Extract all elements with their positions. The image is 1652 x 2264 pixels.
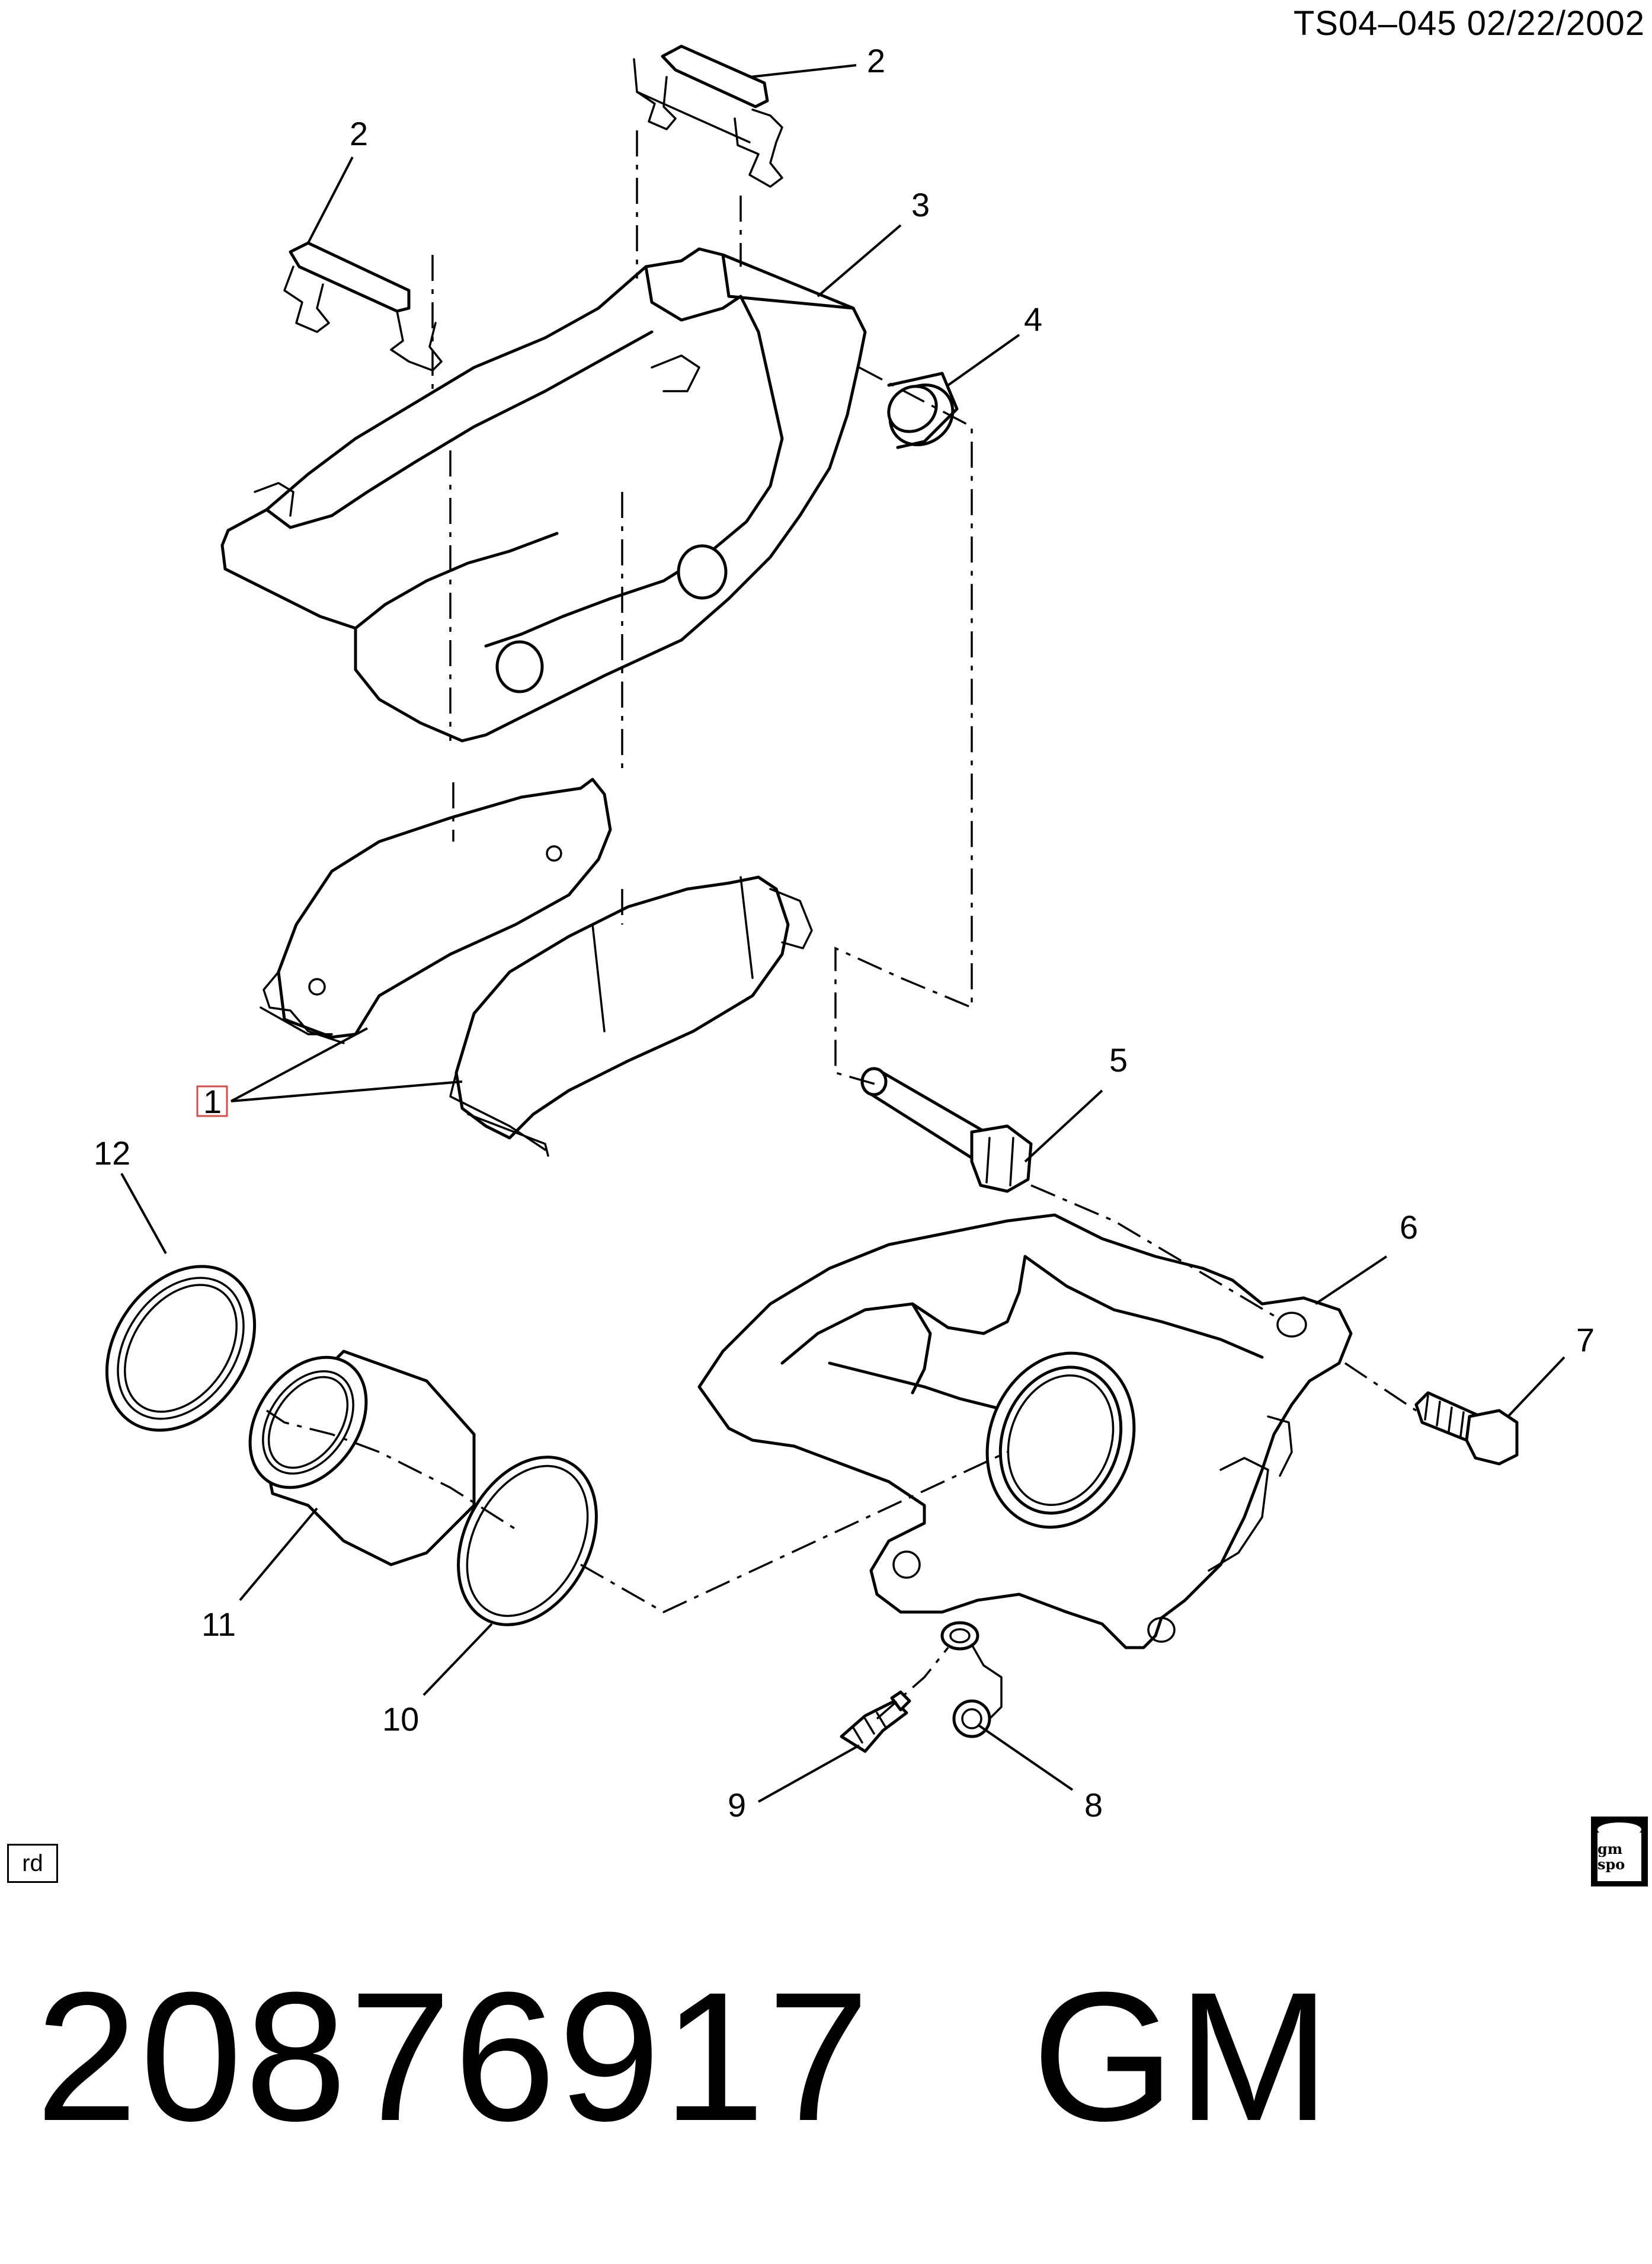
guide-pin-bolt [860, 1067, 1033, 1193]
caliper-housing [697, 1213, 1353, 1649]
callout-5: 5 [1109, 1041, 1128, 1079]
bleeder-cap [940, 1621, 1003, 1738]
exploded-parts-diagram: 2 2 3 4 1 5 6 7 8 9 10 11 12 [94, 42, 1595, 1824]
callout-10: 10 [382, 1700, 419, 1738]
logo-oval [1597, 1822, 1641, 1837]
callout-11: 11 [201, 1606, 236, 1643]
callout-9: 9 [728, 1786, 746, 1824]
callout-6: 6 [1400, 1208, 1418, 1246]
callout-8: 8 [1084, 1786, 1103, 1824]
rd-label-box: rd [7, 1844, 58, 1883]
callout-12: 12 [94, 1134, 130, 1172]
gm-spo-logo: gm spo [1591, 1817, 1648, 1886]
mounting-bolt [1414, 1391, 1519, 1466]
logo-text: gm spo [1597, 1833, 1641, 1881]
piston [248, 1350, 476, 1566]
caliper-bracket [220, 247, 867, 743]
dust-boot [105, 1265, 257, 1432]
bleeder-valve [840, 1690, 911, 1753]
leader-lines [120, 64, 1565, 1803]
assembly-lines [266, 130, 1417, 1720]
callout-3: 3 [911, 186, 930, 223]
callout-2-left: 2 [350, 115, 368, 152]
brake-pad-inner [449, 875, 813, 1157]
pad-clip-left [283, 241, 443, 372]
pad-clip-upper [633, 44, 783, 188]
document-id: TS04–045 02/22/2002 [1293, 4, 1645, 43]
callout-2-upper: 2 [867, 42, 885, 79]
callout-1-highlight [196, 1085, 228, 1117]
callout-1: 1 [203, 1083, 222, 1120]
callout-7: 7 [1576, 1321, 1595, 1358]
part-number: 20876917 GM [36, 1953, 1333, 2159]
piston-seal [457, 1456, 598, 1626]
callout-4: 4 [1024, 300, 1042, 338]
